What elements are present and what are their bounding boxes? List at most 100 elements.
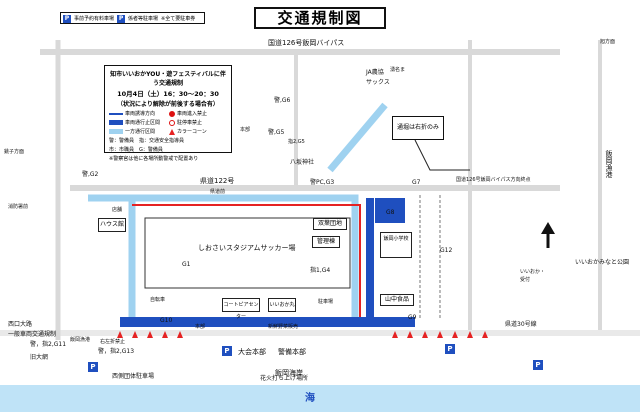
map-title: 交通規制図 — [254, 7, 386, 29]
ann-g10: G10 — [160, 317, 173, 324]
cone-icon — [467, 331, 473, 338]
closed-section — [132, 204, 361, 318]
route30-label: 県道30号線 — [505, 321, 537, 328]
stadium-label: しおさいスタジアムサッカー場 — [198, 244, 296, 252]
closed-swatch — [109, 120, 123, 125]
parking-icon-hq: P — [222, 346, 232, 356]
diagonal-one-way — [327, 102, 388, 173]
legend-row-5: 市：市職員 G：警備員 — [109, 146, 227, 153]
twin-label: 双葉団地 — [317, 220, 342, 227]
ann-g12: G12 — [440, 247, 453, 254]
coast-road — [0, 330, 640, 336]
parking-icon-east: P — [445, 344, 455, 354]
mgmt-building: 管理棟 — [312, 236, 340, 248]
legend-row-4: 警：警備員 指：交通安全指導員 — [109, 137, 227, 144]
ann-hon: 本部 — [240, 127, 251, 133]
ann-g8: G8 — [386, 209, 395, 216]
koumin-building: コートピアセンター — [222, 298, 260, 320]
twin-building: 双葉団地 — [313, 218, 347, 230]
ann-right-turn: 右左折禁止 — [100, 339, 126, 345]
legend-row-3: 一方通行区間 カラーコーン — [109, 128, 227, 135]
tunnel-label: 通堀は右折のみ — [396, 124, 439, 131]
hanabi-label: 花火打ち上げ場所 — [260, 375, 309, 382]
hq-label: 本部 — [195, 324, 206, 330]
cone-icon — [147, 331, 153, 338]
ann-asahi: 旭方面 — [600, 39, 616, 45]
bypass-end-curve — [414, 139, 470, 171]
sea-area — [0, 385, 640, 412]
top-legend: P 事前予約有料車場 P 係者等駐車場 ※全て要駐車券 — [60, 12, 205, 24]
nishiguchi-label: 西口大路 — [8, 321, 33, 328]
koumin-label: コートピアセンター — [223, 302, 259, 320]
prefectural-label: 県道122号 — [200, 177, 235, 185]
sanchu-building: 山中食品 — [380, 294, 414, 306]
school-label: 飯岡小学校 — [383, 236, 409, 242]
kyuda-label: 旧大網 — [30, 354, 49, 361]
eki-label: 八坂神社 — [290, 159, 315, 166]
closed-circle-icon — [169, 119, 175, 126]
legend-staff1: 警：警備員 指：交通安全指導員 — [109, 138, 185, 144]
taikai-label: 大会本部 — [238, 348, 266, 356]
ann-g9: G9 — [408, 314, 417, 321]
info-line1: 知市いいおかYOU・遊フェスティバルに伴う交通規制 — [110, 71, 226, 87]
keibi-label: 警備本部 — [278, 348, 306, 356]
tosho-label: 店舗 — [112, 207, 123, 213]
bypass-label: 国道126号飯岡バイパス — [268, 39, 345, 47]
legend-row-1: 車両誘導方向 車両進入禁止 — [109, 110, 227, 117]
sakura-label: 自転車 — [150, 297, 166, 303]
info-line3: （状況により解除が前後する場合有） — [117, 101, 219, 108]
ann-g6: 警,G6 — [274, 97, 291, 104]
cone-icon — [132, 331, 138, 338]
ann-g13: 警，指2,G13 — [98, 348, 135, 355]
ann-kenmae: 県道前 — [210, 189, 226, 195]
ann-g7: G7 — [412, 179, 421, 186]
cone-icon — [437, 331, 443, 338]
coast-label: 飯岡海岸 — [275, 369, 303, 377]
one-way-section — [88, 194, 359, 320]
ann-g1: G1 — [182, 261, 191, 268]
ann-g2: 警,G2 — [82, 171, 99, 178]
legend-staff3: ※警察官は他に各場所動警戒で配置あり — [109, 156, 199, 162]
info-center-label: いいおか・ — [520, 269, 546, 275]
school-building: 飯岡小学校 — [380, 232, 412, 258]
top-legend-item3: ※全て要駐車券 — [161, 16, 196, 22]
one-way-swatch — [109, 129, 123, 134]
parking-icon-2: P — [117, 15, 126, 23]
cone-icon — [117, 331, 123, 338]
info-line2: 10月4日（土）16：30～20：30 — [117, 90, 219, 98]
house-building: ハウス館 — [98, 218, 126, 232]
shoutai-label: 湧名ま — [390, 67, 406, 73]
cone-row — [117, 331, 488, 338]
iioka-maru-label: いいおか丸 — [269, 302, 295, 308]
top-legend-item2: 係者等駐車場 — [128, 16, 159, 22]
no-entry-icon — [169, 110, 175, 117]
blue-block — [375, 198, 405, 223]
cone-icon — [482, 331, 488, 338]
uketsuke-label: 受付 — [520, 277, 531, 283]
cone-icon — [169, 128, 175, 135]
cone-icon — [162, 331, 168, 338]
legend-direction: 車両誘導方向 — [125, 111, 156, 117]
parking-icon-far-east: P — [533, 360, 543, 370]
kamo-label: 飯岡漁港 — [70, 337, 91, 343]
parking-lot-label: 駐車場 — [318, 299, 334, 305]
cone-icon — [177, 331, 183, 338]
north-arrow-head — [541, 222, 555, 234]
legend-staff2: 市：市職員 G：警備員 — [109, 147, 163, 153]
info-box: 知市いいおかYOU・遊フェスティバルに伴う交通規制 10月4日（土）16：30～… — [104, 65, 232, 162]
legend-cone: カラーコーン — [177, 129, 207, 135]
cone-icon — [407, 331, 413, 338]
top-legend-item1: 事前予約有料車場 — [74, 16, 115, 22]
direction-swatch — [109, 112, 123, 115]
legend-one-way: 一方通行区間 — [125, 129, 156, 135]
legend-closed: 車両通行止区間 — [125, 120, 161, 126]
nishi-label: 西側団体駐車場 — [112, 373, 155, 380]
ann-chosi: 銚子方面 — [4, 149, 25, 155]
sanchu-label: 山中食品 — [384, 296, 409, 303]
cone-icon — [422, 331, 428, 338]
shinryou-label: 新鮮野菜販売 — [268, 324, 299, 330]
ja-label: JA農協 — [366, 69, 384, 76]
walk-path — [419, 195, 441, 318]
senior-label: 消防署前 — [8, 204, 29, 210]
